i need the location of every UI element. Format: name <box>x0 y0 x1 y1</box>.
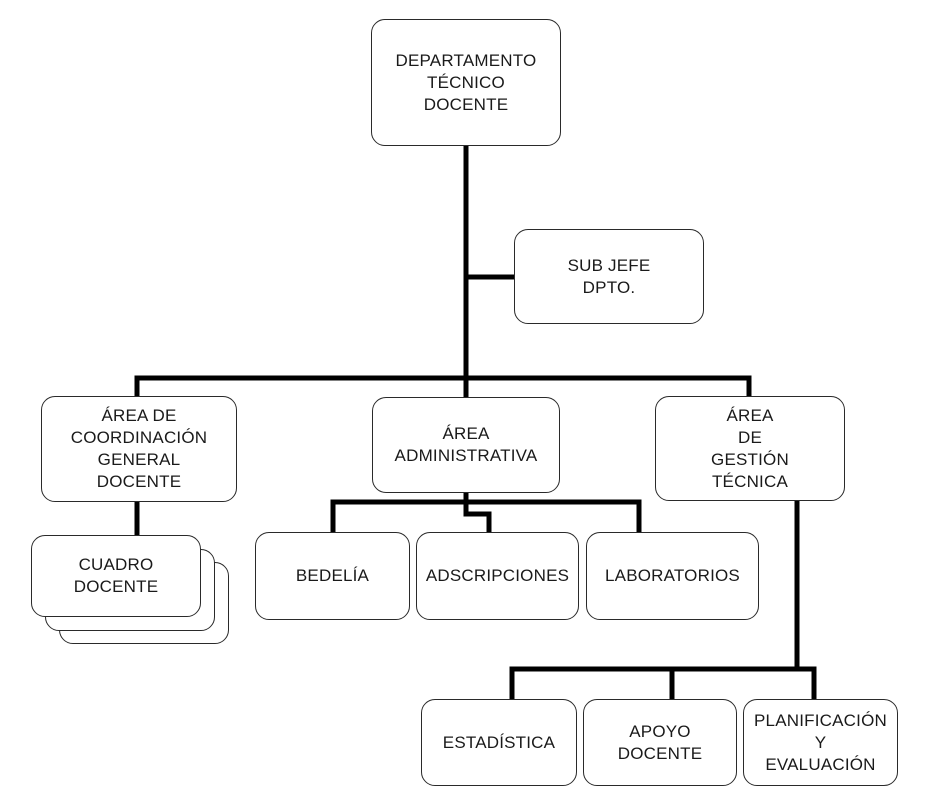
node-area-coordinacion: ÁREA DE COORDINACIÓN GENERAL DOCENTE <box>41 396 237 502</box>
node-estadistica: ESTADÍSTICA <box>421 699 577 786</box>
node-adscripciones: ADSCRIPCIONES <box>416 532 579 620</box>
node-bedelia: BEDELÍA <box>255 532 410 620</box>
node-laboratorios: LABORATORIOS <box>586 532 759 620</box>
node-apoyo-docente: APOYO DOCENTE <box>583 699 737 786</box>
node-departamento-tecnico-docente: DEPARTAMENTO TÉCNICO DOCENTE <box>371 19 561 146</box>
connector-admin-children <box>330 490 642 535</box>
node-cuadro-docente: CUADRO DOCENTE <box>31 535 201 617</box>
node-sub-jefe: SUB JEFE DPTO. <box>514 229 704 324</box>
node-planificacion-evaluacion: PLANIFICACIÓN Y EVALUACIÓN <box>743 699 898 786</box>
node-area-administrativa: ÁREA ADMINISTRATIVA <box>372 397 560 493</box>
node-area-gestion-tecnica: ÁREA DE GESTIÓN TÉCNICA <box>655 396 845 501</box>
